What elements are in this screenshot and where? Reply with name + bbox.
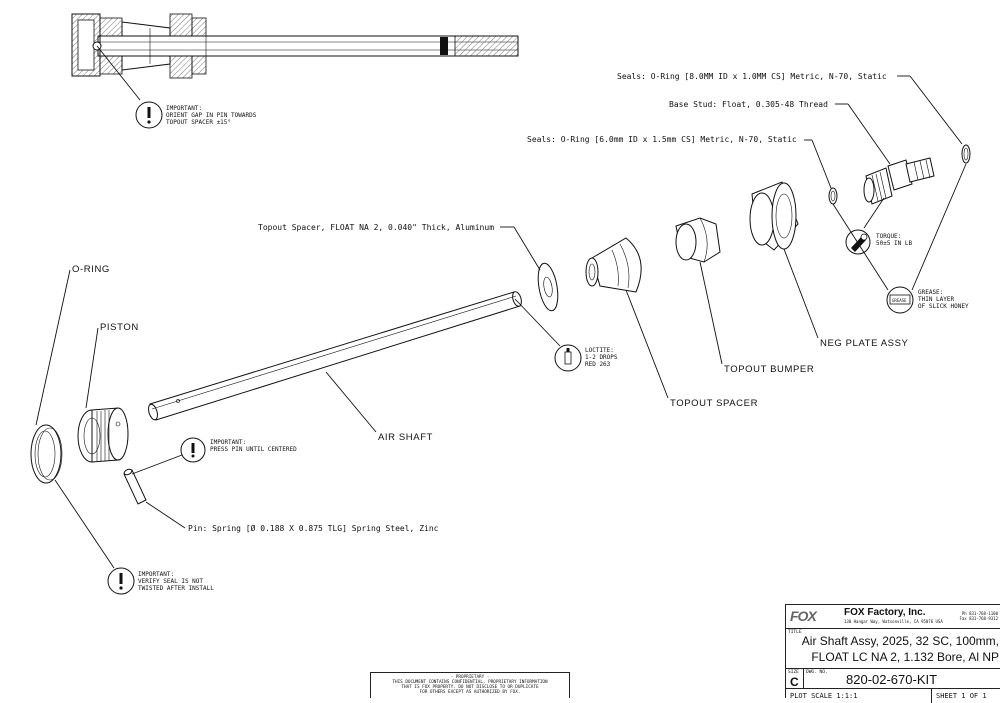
o-ring-8mm-part bbox=[961, 144, 971, 164]
topout-spacer-spec-label: Topout Spacer, FLOAT NA 2, 0.040" Thick,… bbox=[258, 223, 494, 232]
title-block-dwg-row: SIZE C DWG. NO. 820-02-670-KIT bbox=[786, 669, 1000, 689]
seals-6mm-label: Seals: O-Ring [6.0mm ID x 1.5mm CS] Metr… bbox=[527, 135, 797, 144]
base-stud-part bbox=[863, 157, 935, 205]
grease-line2: THIN LAYER bbox=[918, 296, 955, 303]
company-name: FOX Factory, Inc. bbox=[844, 607, 926, 618]
divider bbox=[931, 689, 932, 703]
orient-gap-line1: IMPORTANT: bbox=[166, 105, 202, 112]
pin-spec-label: Pin: Spring [Ø 0.188 X 0.875 TLG] Spring… bbox=[188, 523, 439, 533]
topout-spacer-washer-part bbox=[537, 262, 559, 312]
o-ring-label: O-RING bbox=[72, 264, 110, 275]
torque-line2: 50±5 IN LB bbox=[876, 240, 913, 247]
proprietary-notice: - PROPRIETARY - THIS DOCUMENT CONTAINS C… bbox=[370, 672, 570, 698]
spring-pin-part bbox=[123, 468, 147, 505]
dwg-no-tag: DWG. NO. bbox=[806, 670, 828, 675]
seals-8mm-label: Seals: O-Ring [8.0MM ID x 1.0MM CS] Metr… bbox=[617, 72, 887, 81]
title-block-title-row: TITLE Air Shaft Assy, 2025, 32 SC, 100mm… bbox=[786, 629, 1000, 669]
loctite-line3: RED 263 bbox=[585, 361, 611, 368]
grease-icon-text: GREASE bbox=[892, 298, 907, 303]
seals-6mm-callout: Seals: O-Ring [6.0mm ID x 1.5mm CS] Metr… bbox=[527, 135, 832, 189]
base-stud-callout: Base Stud: Float, 0.305-48 Thread bbox=[669, 100, 891, 165]
topout-bumper-label: TOPOUT BUMPER bbox=[724, 364, 814, 375]
o-ring-callout: O-RING bbox=[35, 264, 110, 426]
title-block: FOX FOX Factory, Inc. 130 Hangar Way, Wa… bbox=[785, 604, 1000, 703]
torque-line1: TORQUE: bbox=[876, 233, 901, 240]
topout-bumper-callout: TOPOUT BUMPER bbox=[699, 261, 814, 375]
press-pin-line1: IMPORTANT: bbox=[210, 439, 246, 446]
orient-gap-line2: ORIENT GAP IN PIN TOWARDS bbox=[166, 112, 257, 119]
proprietary-line2: THIS DOCUMENT CONTAINS CONFIDENTIAL, PRO… bbox=[392, 680, 548, 685]
title-block-scale-row: PLOT SCALE 1:1:1 SHEET 1 OF 1 bbox=[786, 689, 1000, 703]
air-shaft-callout: AIR SHAFT bbox=[325, 371, 433, 443]
title-tag: TITLE bbox=[788, 630, 802, 635]
o-ring-part bbox=[30, 424, 63, 484]
neg-plate-assy-callout: NEG PLATE ASSY bbox=[783, 248, 909, 349]
sheet-size: C bbox=[790, 675, 799, 689]
verify-seal-line1: IMPORTANT: bbox=[138, 571, 174, 578]
topout-spacer-spec-callout: Topout Spacer, FLOAT NA 2, 0.040" Thick,… bbox=[258, 223, 541, 271]
neg-plate-assy-part bbox=[749, 181, 799, 251]
seals-8mm-callout: Seals: O-Ring [8.0MM ID x 1.0MM CS] Metr… bbox=[617, 72, 963, 145]
press-pin-line2: PRESS PIN UNTIL CENTERED bbox=[210, 446, 297, 453]
piston-callout: PISTON bbox=[85, 322, 139, 409]
note-grease: GREASE GREASE: THIN LAYER OF SLICK HONEY bbox=[832, 163, 969, 314]
note-press-pin: IMPORTANT: PRESS PIN UNTIL CENTERED bbox=[131, 437, 297, 475]
orient-gap-line3: TOPOUT SPACER ±15° bbox=[166, 119, 231, 126]
drawing-number: 820-02-670-KIT bbox=[846, 672, 938, 687]
air-shaft-label: AIR SHAFT bbox=[378, 432, 433, 443]
neg-plate-assy-label: NEG PLATE ASSY bbox=[820, 338, 909, 349]
proprietary-line1: - PROPRIETARY - bbox=[450, 675, 490, 680]
company-address: 130 Hangar Way, Watsonville, CA 95076 US… bbox=[844, 619, 943, 624]
drawing-title-line2: FLOAT LC NA 2, 1.132 Bore, Al NP bbox=[811, 650, 999, 664]
fox-logo: FOX bbox=[790, 608, 817, 624]
note-orient-gap: IMPORTANT: ORIENT GAP IN PIN TOWARDS TOP… bbox=[96, 45, 257, 129]
loctite-line2: 1-2 DROPS bbox=[585, 354, 618, 361]
piston-part bbox=[77, 407, 129, 463]
company-phone-fax: Ph 831-768-1100 Fax 831-768-9312 bbox=[959, 611, 998, 621]
plot-scale: PLOT SCALE 1:1:1 bbox=[790, 692, 858, 700]
base-stud-label: Base Stud: Float, 0.305-48 Thread bbox=[669, 100, 828, 109]
proprietary-line4: FOR OTHERS EXCEPT AS AUTHORIZED BY FOX. bbox=[419, 690, 521, 695]
note-verify-seal: IMPORTANT: VERIFY SEAL IS NOT TWISTED AF… bbox=[54, 479, 214, 595]
air-shaft-part bbox=[148, 291, 522, 421]
title-block-company-row: FOX FOX Factory, Inc. 130 Hangar Way, Wa… bbox=[786, 605, 1000, 629]
piston-label: PISTON bbox=[100, 322, 139, 333]
grease-line1: GREASE: bbox=[918, 289, 943, 296]
sheet-number: SHEET 1 OF 1 bbox=[936, 692, 987, 700]
loctite-line1: LOCTITE: bbox=[585, 347, 614, 354]
topout-spacer-label: TOPOUT SPACER bbox=[670, 398, 758, 409]
company-fax: Fax 831-768-9312 bbox=[959, 616, 998, 621]
o-ring-6mm-part bbox=[828, 187, 838, 205]
note-loctite: LOCTITE: 1-2 DROPS RED 263 bbox=[514, 298, 618, 372]
pin-callout: Pin: Spring [Ø 0.188 X 0.875 TLG] Spring… bbox=[145, 501, 439, 533]
note-torque: TORQUE: 50±5 IN LB bbox=[845, 197, 913, 255]
size-tag: SIZE bbox=[788, 670, 799, 675]
proprietary-line3: THAT IS FOX PROPERTY. DO NOT DISCLOSE TO… bbox=[401, 685, 539, 690]
grease-line3: OF SLICK HONEY bbox=[918, 303, 969, 310]
topout-spacer-cone-part bbox=[585, 237, 642, 293]
section-view-assembly bbox=[71, 13, 519, 79]
drawing-title-line1: Air Shaft Assy, 2025, 32 SC, 100mm, bbox=[801, 634, 999, 648]
company-phone: Ph 831-768-1100 bbox=[961, 611, 998, 616]
topout-bumper-part bbox=[675, 217, 721, 263]
divider bbox=[803, 669, 804, 689]
topout-spacer-callout: TOPOUT SPACER bbox=[625, 289, 758, 409]
verify-seal-line2: VERIFY SEAL IS NOT bbox=[138, 578, 203, 585]
verify-seal-line3: TWISTED AFTER INSTALL bbox=[138, 585, 214, 592]
